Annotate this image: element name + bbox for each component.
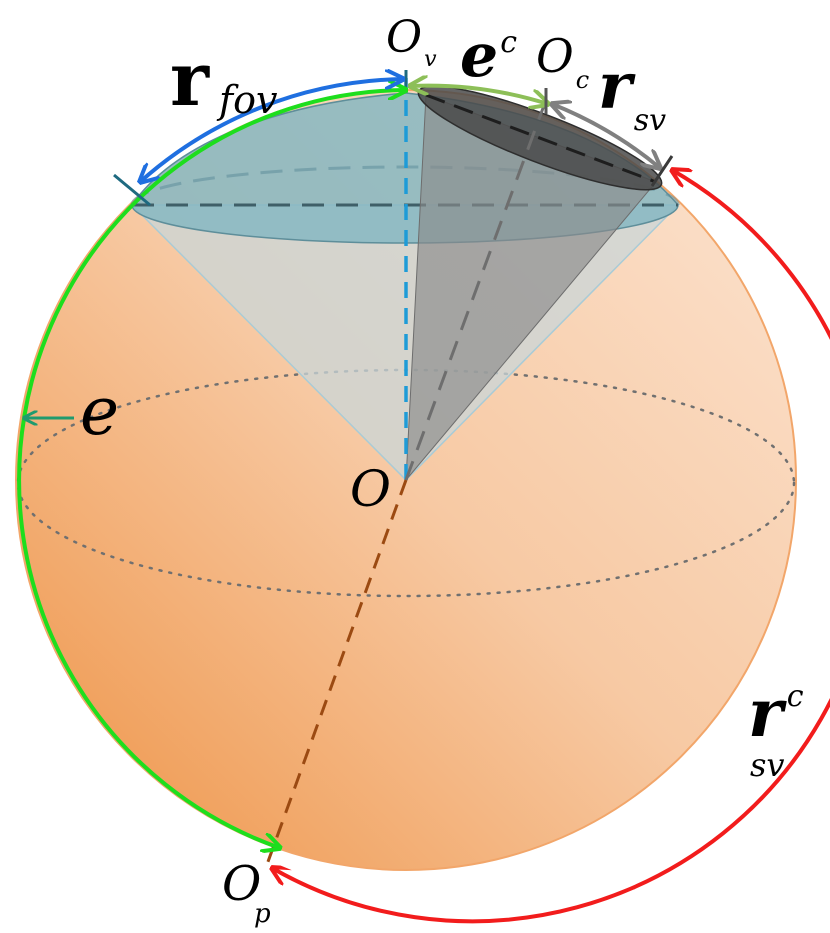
label-o: O [350, 460, 391, 518]
arc-r-sv-c [272, 170, 830, 924]
arc-r-fov [140, 79, 403, 182]
label-r-sv: rsv [598, 49, 666, 138]
arc-r-sv [552, 104, 660, 168]
label-o-p-sub: p [254, 899, 271, 929]
fov-edge-tick [113, 173, 151, 207]
label-o-p: O [222, 856, 261, 912]
label-r-sv-c-sub: sv [750, 746, 785, 784]
arc-e-c [410, 86, 548, 104]
arc-r-sv-c-gap [271, 178, 830, 899]
label-o-c: Oc [536, 29, 589, 94]
label-e-c: ec [460, 21, 517, 91]
label-o-v: Ov [386, 12, 437, 72]
label-e: e [80, 373, 119, 450]
